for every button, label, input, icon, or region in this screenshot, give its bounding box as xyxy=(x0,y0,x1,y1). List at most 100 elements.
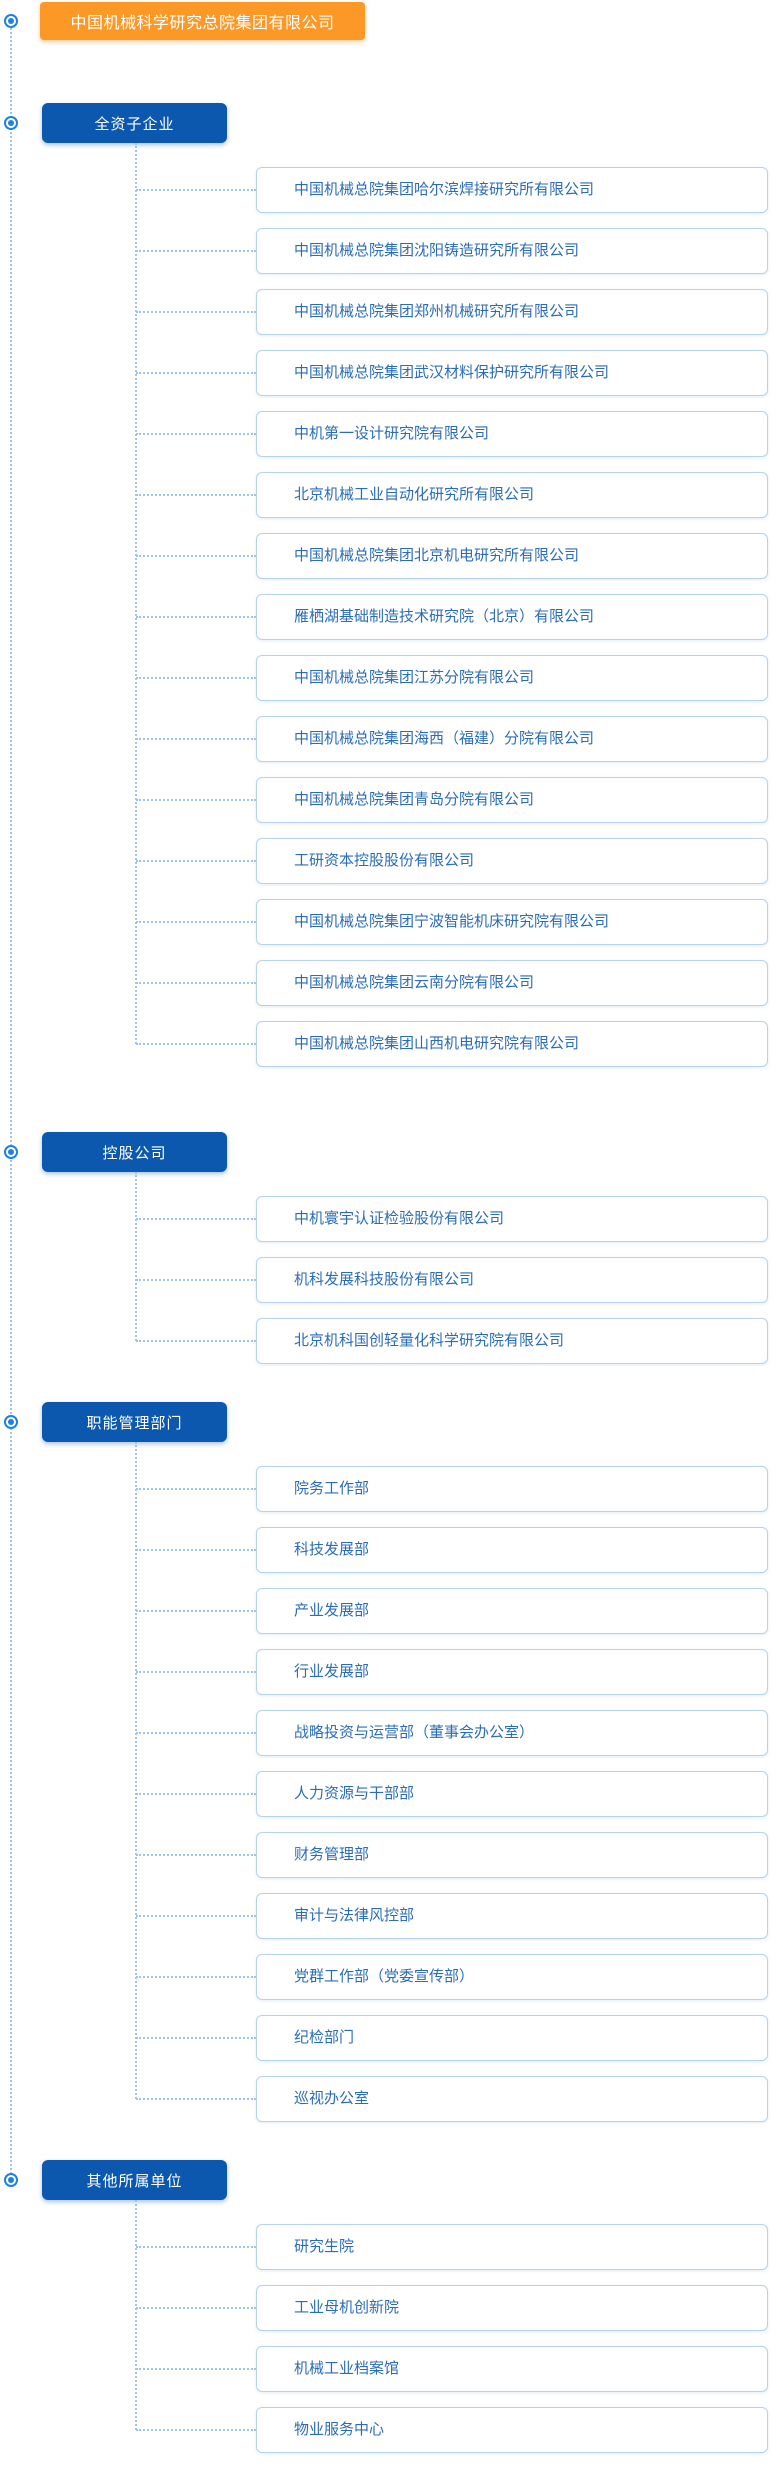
org-item-row: 科技发展部 xyxy=(136,1527,779,1573)
section-head: 职能管理部门 xyxy=(0,1402,779,1442)
org-item-row: 中国机械总院集团青岛分院有限公司 xyxy=(136,777,779,823)
org-item-row: 中机寰宇认证检验股份有限公司 xyxy=(136,1196,779,1242)
bullet-dot xyxy=(8,1419,14,1425)
org-item-row: 纪检部门 xyxy=(136,2015,779,2061)
org-item-row: 研究生院 xyxy=(136,2224,779,2270)
org-item[interactable]: 中机第一设计研究院有限公司 xyxy=(256,411,768,457)
org-item-row: 中机第一设计研究院有限公司 xyxy=(136,411,779,457)
org-item[interactable]: 中国机械总院集团武汉材料保护研究所有限公司 xyxy=(256,350,768,396)
org-item[interactable]: 人力资源与干部部 xyxy=(256,1771,768,1817)
org-item[interactable]: 中国机械总院集团江苏分院有限公司 xyxy=(256,655,768,701)
org-item[interactable]: 科技发展部 xyxy=(256,1527,768,1573)
org-item[interactable]: 北京机科国创轻量化科学研究院有限公司 xyxy=(256,1318,768,1364)
section-head: 全资子企业 xyxy=(0,103,779,143)
org-item-row: 产业发展部 xyxy=(136,1588,779,1634)
org-item[interactable]: 党群工作部（党委宣传部） xyxy=(256,1954,768,2000)
org-item[interactable]: 研究生院 xyxy=(256,2224,768,2270)
org-item[interactable]: 院务工作部 xyxy=(256,1466,768,1512)
section-children: 中机寰宇认证检验股份有限公司机科发展科技股份有限公司北京机科国创轻量化科学研究院… xyxy=(0,1172,779,1364)
org-item[interactable]: 中国机械总院集团海西（福建）分院有限公司 xyxy=(256,716,768,762)
org-item-row: 行业发展部 xyxy=(136,1649,779,1695)
org-item[interactable]: 北京机械工业自动化研究所有限公司 xyxy=(256,472,768,518)
org-item-row: 中国机械总院集团哈尔滨焊接研究所有限公司 xyxy=(136,167,779,213)
org-item-row: 党群工作部（党委宣传部） xyxy=(136,1954,779,2000)
org-item-row: 中国机械总院集团云南分院有限公司 xyxy=(136,960,779,1006)
org-item[interactable]: 中国机械总院集团山西机电研究院有限公司 xyxy=(256,1021,768,1067)
org-item[interactable]: 雁栖湖基础制造技术研究院（北京）有限公司 xyxy=(256,594,768,640)
org-item[interactable]: 机械工业档案馆 xyxy=(256,2346,768,2392)
root-org-label: 中国机械科学研究总院集团有限公司 xyxy=(70,15,335,32)
bullet-dot xyxy=(8,18,14,24)
branch-line xyxy=(135,143,137,1044)
org-item[interactable]: 中机寰宇认证检验股份有限公司 xyxy=(256,1196,768,1242)
section-label: 其他所属单位 xyxy=(42,2160,227,2200)
trunk-line xyxy=(10,23,12,2182)
root-node: 中国机械科学研究总院集团有限公司 xyxy=(0,2,779,40)
org-item[interactable]: 中国机械总院集团宁波智能机床研究院有限公司 xyxy=(256,899,768,945)
org-item[interactable]: 物业服务中心 xyxy=(256,2407,768,2453)
org-item-row: 中国机械总院集团郑州机械研究所有限公司 xyxy=(136,289,779,335)
branch-line xyxy=(135,1442,137,2099)
org-item-row: 机械工业档案馆 xyxy=(136,2346,779,2392)
org-item[interactable]: 产业发展部 xyxy=(256,1588,768,1634)
org-section: 职能管理部门院务工作部科技发展部产业发展部行业发展部战略投资与运营部（董事会办公… xyxy=(0,1402,779,2122)
section-children: 中国机械总院集团哈尔滨焊接研究所有限公司中国机械总院集团沈阳铸造研究所有限公司中… xyxy=(0,143,779,1067)
org-sections: 全资子企业中国机械总院集团哈尔滨焊接研究所有限公司中国机械总院集团沈阳铸造研究所… xyxy=(0,103,779,2453)
branch-line xyxy=(135,2200,137,2430)
org-item[interactable]: 审计与法律风控部 xyxy=(256,1893,768,1939)
org-item-row: 工研资本控股股份有限公司 xyxy=(136,838,779,884)
org-item-row: 中国机械总院集团武汉材料保护研究所有限公司 xyxy=(136,350,779,396)
bullet-dot xyxy=(8,2177,14,2183)
org-item[interactable]: 中国机械总院集团青岛分院有限公司 xyxy=(256,777,768,823)
org-item-row: 雁栖湖基础制造技术研究院（北京）有限公司 xyxy=(136,594,779,640)
org-item-row: 北京机科国创轻量化科学研究院有限公司 xyxy=(136,1318,779,1364)
bullet-dot xyxy=(8,120,14,126)
org-item[interactable]: 中国机械总院集团哈尔滨焊接研究所有限公司 xyxy=(256,167,768,213)
org-item-row: 院务工作部 xyxy=(136,1466,779,1512)
org-item[interactable]: 行业发展部 xyxy=(256,1649,768,1695)
org-item[interactable]: 纪检部门 xyxy=(256,2015,768,2061)
target-circle-icon xyxy=(4,1415,18,1429)
org-item-row: 战略投资与运营部（董事会办公室） xyxy=(136,1710,779,1756)
org-item-row: 中国机械总院集团山西机电研究院有限公司 xyxy=(136,1021,779,1067)
org-item[interactable]: 工研资本控股股份有限公司 xyxy=(256,838,768,884)
bullet-dot xyxy=(8,1149,14,1155)
org-item-row: 巡视办公室 xyxy=(136,2076,779,2122)
org-item[interactable]: 巡视办公室 xyxy=(256,2076,768,2122)
section-children: 院务工作部科技发展部产业发展部行业发展部战略投资与运营部（董事会办公室） 人力资源… xyxy=(0,1442,779,2122)
org-item-row: 人力资源与干部部 xyxy=(136,1771,779,1817)
target-circle-icon xyxy=(4,14,18,28)
org-section: 其他所属单位研究生院工业母机创新院机械工业档案馆物业服务中心 xyxy=(0,2160,779,2453)
org-item-row: 中国机械总院集团北京机电研究所有限公司 xyxy=(136,533,779,579)
org-item[interactable]: 财务管理部 xyxy=(256,1832,768,1878)
org-section: 控股公司中机寰宇认证检验股份有限公司机科发展科技股份有限公司北京机科国创轻量化科… xyxy=(0,1132,779,1364)
org-item[interactable]: 工业母机创新院 xyxy=(256,2285,768,2331)
section-head: 其他所属单位 xyxy=(0,2160,779,2200)
section-label: 职能管理部门 xyxy=(42,1402,227,1442)
org-item[interactable]: 战略投资与运营部（董事会办公室） xyxy=(256,1710,768,1756)
org-item-row: 审计与法律风控部 xyxy=(136,1893,779,1939)
org-item-row: 中国机械总院集团海西（福建）分院有限公司 xyxy=(136,716,779,762)
target-circle-icon xyxy=(4,2173,18,2187)
org-item-row: 机科发展科技股份有限公司 xyxy=(136,1257,779,1303)
org-item[interactable]: 机科发展科技股份有限公司 xyxy=(256,1257,768,1303)
org-item-row: 工业母机创新院 xyxy=(136,2285,779,2331)
section-label: 控股公司 xyxy=(42,1132,227,1172)
org-item-row: 物业服务中心 xyxy=(136,2407,779,2453)
org-item[interactable]: 中国机械总院集团沈阳铸造研究所有限公司 xyxy=(256,228,768,274)
org-item-row: 中国机械总院集团宁波智能机床研究院有限公司 xyxy=(136,899,779,945)
org-section: 全资子企业中国机械总院集团哈尔滨焊接研究所有限公司中国机械总院集团沈阳铸造研究所… xyxy=(0,103,779,1067)
branch-line xyxy=(135,1172,137,1341)
target-circle-icon xyxy=(4,116,18,130)
org-item[interactable]: 中国机械总院集团云南分院有限公司 xyxy=(256,960,768,1006)
section-label: 全资子企业 xyxy=(42,103,227,143)
section-head: 控股公司 xyxy=(0,1132,779,1172)
org-item-row: 财务管理部 xyxy=(136,1832,779,1878)
org-item-row: 中国机械总院集团沈阳铸造研究所有限公司 xyxy=(136,228,779,274)
org-item[interactable]: 中国机械总院集团郑州机械研究所有限公司 xyxy=(256,289,768,335)
org-item[interactable]: 中国机械总院集团北京机电研究所有限公司 xyxy=(256,533,768,579)
section-children: 研究生院工业母机创新院机械工业档案馆物业服务中心 xyxy=(0,2200,779,2453)
target-circle-icon xyxy=(4,1145,18,1159)
root-org-box: 中国机械科学研究总院集团有限公司 xyxy=(40,2,365,40)
